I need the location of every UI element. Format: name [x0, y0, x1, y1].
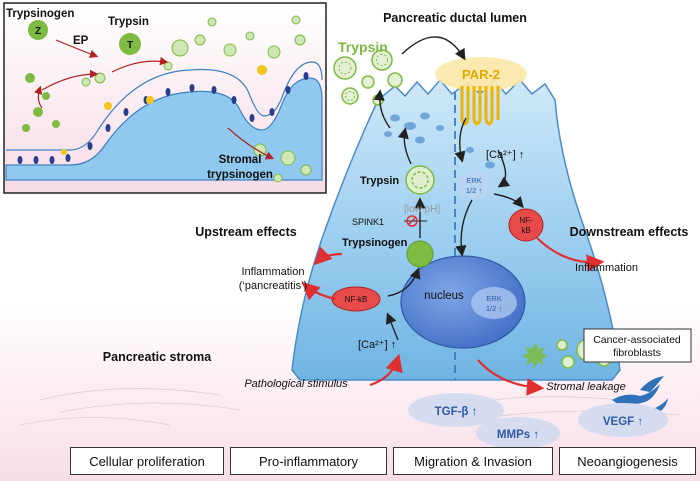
- ca-right-label: [Ca²⁺] ↑: [486, 149, 524, 161]
- outcome-box-neoangiogenesis: Neoangiogenesis: [559, 447, 696, 475]
- spink1-label: SPINK1: [352, 217, 384, 227]
- inflammation-right-label: Inflammation: [575, 262, 638, 274]
- inset-panel: [3, 2, 327, 194]
- lumen-trypsin-dashes: [338, 54, 388, 101]
- nfkb-right-label: NF-: [519, 216, 533, 225]
- erk-upper-label: ERK: [466, 176, 481, 185]
- trypsinogen-cell-label: Trypsinogen: [342, 237, 408, 249]
- inset-stromal-label-2: trypsinogen: [207, 169, 273, 181]
- outcome-box-proliferation: Cellular proliferation: [70, 447, 224, 475]
- inflammation-left-label: Inflammation: [242, 266, 305, 278]
- mmps-label: MMPs ↑: [497, 429, 539, 441]
- nfkb-right-label-2: kB: [521, 226, 530, 235]
- caf-box: [583, 328, 692, 363]
- lumen-trypsin-granules: [333, 49, 403, 106]
- inflammation-left-label-2: (‘pancreatitis’): [239, 280, 307, 292]
- tgf-cloud: [408, 393, 504, 427]
- inset-z-badge: Z: [35, 26, 41, 37]
- pathological-stimulus-label: Pathological stimulus: [244, 378, 348, 390]
- inset-trypsinogen-label: Trypsinogen: [6, 8, 74, 20]
- effect-arrows: [301, 237, 605, 396]
- downstream-effects-title: Downstream effects: [570, 225, 689, 239]
- inset-stromal-label: Stromal: [219, 154, 262, 166]
- trypsinogen-granule: [406, 240, 434, 268]
- mmps-cloud: [476, 417, 560, 449]
- lumen-trypsin-label: Trypsin: [338, 39, 388, 55]
- nucleus-label: nucleus: [424, 290, 464, 302]
- trypsin-cell-label: Trypsin: [360, 175, 399, 187]
- outcome-box-proinflammatory: Pro-inflammatory: [230, 447, 387, 475]
- par2-receptor: [460, 86, 500, 126]
- spink1-inhibitor-icon: [404, 215, 427, 227]
- tgf-label: TGF-β ↑: [435, 406, 478, 418]
- erk-upper-halo: [457, 170, 491, 200]
- trypsin-cell-granule: [405, 165, 435, 195]
- inset-t-badge: T: [127, 40, 133, 51]
- caf-label: Cancer-associated: [593, 334, 681, 346]
- erk-lower-halo: [471, 287, 517, 319]
- apical-vesicles: [384, 112, 495, 169]
- inset-trypsin-label: Trypsin: [108, 16, 149, 28]
- erk-lower-label-2: 1/2 ↑: [486, 304, 502, 313]
- caf-label-2: fibroblasts: [613, 347, 661, 359]
- outcome-box-migration: Migration & Invasion: [393, 447, 553, 475]
- par2-label: PAR-2: [462, 67, 500, 82]
- nfkb-left-label: NF-kB: [345, 295, 368, 304]
- erk-upper-label-2: 1/2 ↑: [466, 186, 482, 195]
- ca-left-label: [Ca²⁺] ↑: [358, 339, 396, 351]
- vegf-label: VEGF ↑: [603, 416, 643, 428]
- stroma-title: Pancreatic stroma: [103, 350, 212, 364]
- par2-halo: [435, 57, 527, 91]
- vegf-cloud: [578, 403, 668, 437]
- lumen-title: Pancreatic ductal lumen: [383, 11, 527, 25]
- stromal-leakage-label: Stromal leakage: [546, 381, 626, 393]
- erk-lower-label: ERK: [486, 294, 501, 303]
- upstream-effects-title: Upstream effects: [195, 225, 296, 239]
- nfkb-right: [508, 208, 544, 242]
- low-ph-label: [low pH]: [404, 204, 440, 215]
- inset-ep-label: EP: [73, 35, 89, 47]
- leak-star-icon: [522, 343, 548, 368]
- pathway-arrows: [373, 36, 524, 341]
